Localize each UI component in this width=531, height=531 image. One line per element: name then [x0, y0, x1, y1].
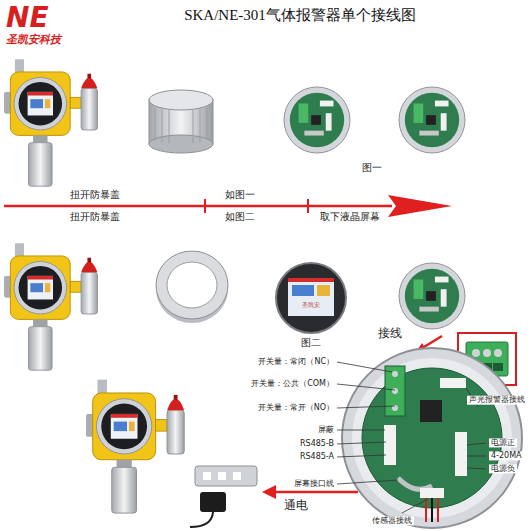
wiring-zoom	[342, 348, 522, 528]
flow-arrow	[4, 205, 392, 208]
leader-line	[467, 456, 486, 457]
explosion-proof-cap	[149, 90, 213, 153]
flow-arrow	[307, 199, 309, 213]
wiring-zoom	[420, 400, 442, 422]
leader-line	[337, 442, 386, 444]
leader-line	[337, 430, 385, 431]
power-adapter	[190, 466, 257, 527]
terminal-label: 开关量：公共（COM）	[251, 379, 334, 388]
wiring-zoom	[342, 348, 522, 528]
power-adapter	[200, 492, 226, 512]
cover-ring	[156, 251, 228, 319]
wiring-zoom	[455, 432, 467, 476]
terminal-label: RS485-A	[300, 452, 334, 461]
flow-arrow	[262, 485, 276, 499]
terminal-label: 电源正	[489, 438, 517, 447]
step-label: 接线	[378, 327, 402, 341]
step-label: 如图一	[225, 189, 255, 201]
circuit-board	[284, 87, 350, 153]
step-label: 如图二	[225, 211, 255, 223]
lcd-screen	[276, 263, 346, 333]
terminal-label: 屏蔽	[318, 425, 334, 434]
wiring-zoom	[440, 378, 466, 388]
cover-ring	[156, 251, 228, 323]
figure-label: 图二	[301, 337, 321, 349]
terminal-block	[493, 363, 503, 371]
leader-line	[337, 362, 486, 513]
lcd-screen	[276, 263, 346, 333]
wiring-zoom	[384, 425, 396, 465]
figure-label: 图一	[362, 162, 382, 174]
step-label: 通电	[284, 499, 308, 513]
terminal-label: RS485-B	[300, 439, 334, 448]
terminal-block	[472, 349, 480, 357]
wiring-zoom	[398, 478, 432, 489]
power-adapter	[203, 472, 211, 480]
leader-line	[337, 480, 398, 484]
terminal-label: 开关量：常开（NO）	[258, 403, 334, 412]
diagram-title: SKA/NE-301气体报警器单个接线图	[184, 7, 416, 24]
cover-ring	[167, 262, 217, 308]
lcd-screen	[292, 285, 314, 296]
circuit-board	[284, 87, 465, 329]
explosion-proof-cap	[149, 90, 213, 110]
leader-line	[467, 468, 486, 469]
leader-line	[337, 362, 392, 372]
wiring-zoom	[385, 366, 405, 416]
power-adapter	[233, 472, 241, 480]
lcd-screen	[288, 278, 334, 316]
explosion-proof-cap	[155, 108, 207, 143]
explosion-proof-cap	[149, 135, 213, 153]
power-adapter	[218, 472, 226, 480]
screen-text: 圣凯安	[302, 302, 320, 309]
wiring-zoom	[392, 371, 398, 377]
lcd-screen	[317, 285, 330, 296]
wiring-zoom	[420, 488, 444, 498]
step-label: 扭开防暴盖	[70, 211, 120, 223]
flow-arrow	[388, 195, 452, 217]
terminal-block	[494, 349, 502, 357]
flow-arrow	[424, 336, 442, 347]
flow-arrow	[4, 195, 452, 499]
gas-detector	[4, 59, 97, 186]
terminal-block	[483, 349, 491, 357]
leader-line	[402, 499, 428, 513]
flow-arrow	[204, 199, 206, 213]
power-adapter	[190, 512, 213, 527]
wiring-zoom	[431, 498, 433, 522]
power-adapter	[195, 466, 257, 486]
leader-line	[467, 443, 486, 445]
gas-detector	[4, 243, 97, 370]
terminal-label: 电源负	[489, 464, 517, 473]
flow-arrow	[274, 491, 358, 494]
terminal-label: 开关量：常闭（NC）	[258, 357, 334, 366]
logo-mark: NE	[6, 2, 49, 34]
terminal-label: 声光报警器接线	[467, 396, 527, 405]
circuit-board	[399, 87, 465, 153]
terminal-label: 屏幕接口线	[294, 479, 334, 488]
gas-detector	[86, 380, 184, 513]
terminal-label: 传感器接线	[370, 516, 414, 525]
logo-text: 圣凯安科技	[6, 34, 61, 47]
circuit-board	[399, 263, 465, 329]
lcd-screen	[288, 278, 334, 282]
wiring-zoom	[426, 498, 438, 522]
leader-line	[337, 406, 395, 408]
terminal-label: 4-20MA	[489, 451, 524, 460]
step-label: 取下液晶屏幕	[320, 211, 380, 223]
leader-line	[337, 455, 386, 457]
wiring-zoom	[352, 358, 512, 518]
step-label: 扭开防暴盖	[70, 189, 120, 201]
wiring-zoom	[392, 388, 398, 394]
leader-line	[337, 384, 395, 390]
